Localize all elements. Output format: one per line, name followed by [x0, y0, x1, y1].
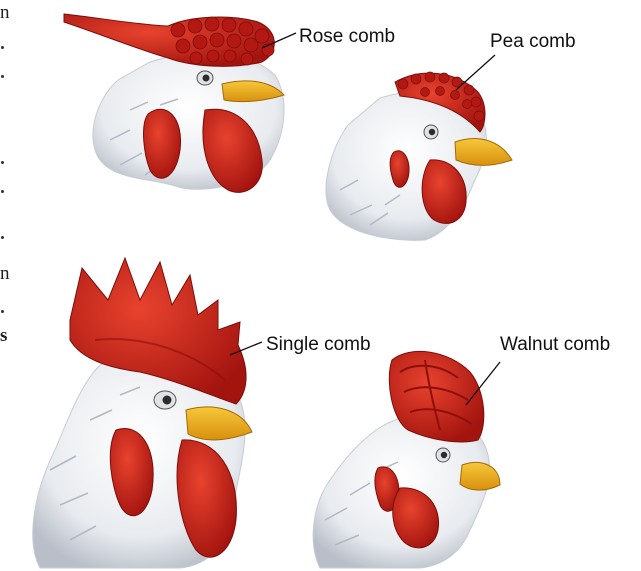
walnut-comb-label: Walnut comb: [500, 335, 610, 354]
pea-comb-head: [326, 55, 512, 240]
pea-comb-pointer: [456, 55, 495, 90]
single-comb-label: Single comb: [266, 335, 371, 354]
earlobe: [144, 109, 181, 178]
beak: [455, 139, 512, 166]
walnut-comb-head: [313, 351, 500, 568]
rose-comb-head: [64, 14, 296, 192]
rose-comb-label: Rose comb: [299, 27, 395, 46]
single-comb-head: [33, 258, 262, 568]
beak: [460, 462, 500, 490]
pea-comb-label: Pea comb: [490, 32, 576, 51]
